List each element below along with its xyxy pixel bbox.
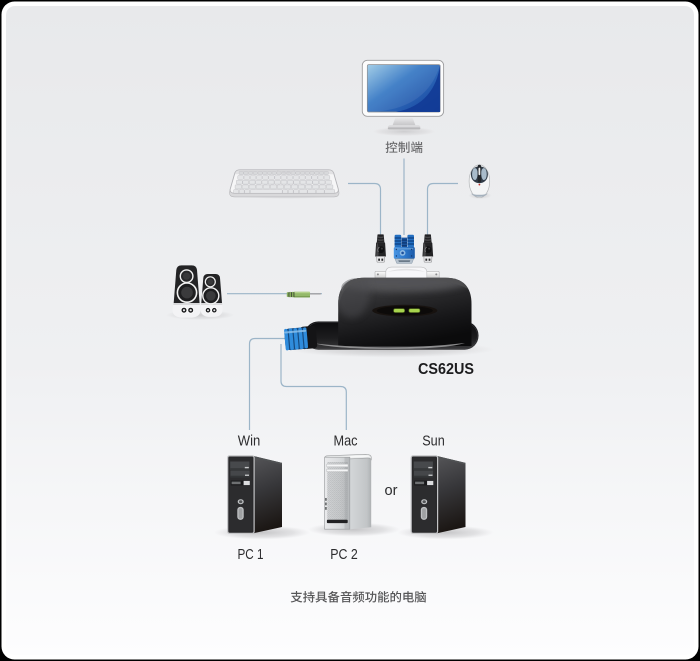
svg-text:Sun: Sun <box>422 434 445 450</box>
svg-text:Win: Win <box>238 434 261 450</box>
svg-text:CS62US: CS62US <box>418 361 474 378</box>
svg-text:PC 1: PC 1 <box>238 547 264 563</box>
svg-text:PC 2: PC 2 <box>330 547 358 563</box>
svg-text:Mac: Mac <box>334 434 358 450</box>
svg-text:or: or <box>385 483 398 499</box>
